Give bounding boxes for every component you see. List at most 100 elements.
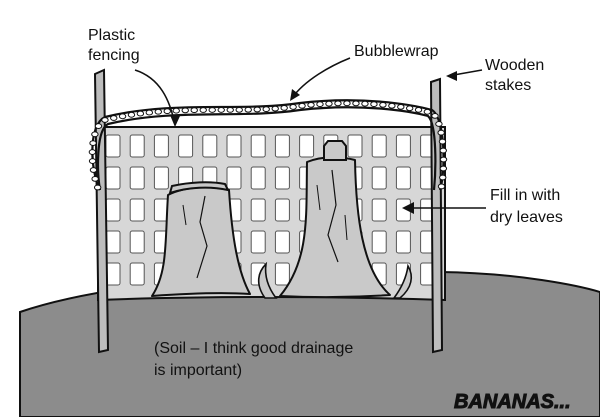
bubble-cell xyxy=(208,107,216,113)
bubble-cell xyxy=(89,140,97,146)
bubble-cell xyxy=(439,147,447,154)
bubble-cell xyxy=(316,101,324,108)
fence-hole xyxy=(178,134,194,158)
fence-hole xyxy=(129,262,145,286)
bubble-cell xyxy=(405,105,414,112)
bubble-cell xyxy=(127,111,136,118)
fence-hole xyxy=(250,198,266,222)
bubble-cell xyxy=(439,174,447,181)
bubble-cell xyxy=(438,138,447,145)
fence-hole xyxy=(105,134,121,158)
bubble-cell xyxy=(88,149,97,155)
fence-hole xyxy=(274,262,290,286)
fence-hole xyxy=(105,230,121,254)
fence-hole xyxy=(105,198,121,222)
fence-hole xyxy=(129,230,145,254)
fence-hole xyxy=(274,230,290,254)
bubble-cell xyxy=(435,121,443,127)
bubble-cell xyxy=(110,115,118,121)
label-wooden-stakes-1: Wooden xyxy=(485,57,544,74)
fence-hole xyxy=(395,134,411,158)
bubble-cell xyxy=(343,100,351,107)
banana-stump-right xyxy=(257,140,413,299)
bubblewrap xyxy=(88,99,448,191)
fence-hole xyxy=(371,230,387,254)
bubble-cell xyxy=(163,108,171,115)
bubble-cell xyxy=(262,106,270,113)
fence-hole xyxy=(395,230,411,254)
fence-hole xyxy=(129,166,145,190)
fence-hole xyxy=(226,134,242,158)
bubble-cell xyxy=(289,104,297,110)
fence-hole xyxy=(250,166,266,190)
arrow-bubblewrap xyxy=(291,57,351,99)
fence-hole xyxy=(250,230,266,254)
bubble-cell xyxy=(325,100,333,107)
label-soil-2: is important) xyxy=(154,362,242,379)
fence-hole xyxy=(105,166,121,190)
label-fill-dry-leaves-2: dry leaves xyxy=(490,209,563,226)
bubble-cell xyxy=(397,103,405,110)
wooden-stake-right xyxy=(429,77,444,354)
bubble-cell xyxy=(136,110,145,117)
wooden-stake-left xyxy=(93,68,110,354)
fence-hole xyxy=(202,134,218,158)
label-plastic-fencing-1: Plastic xyxy=(88,27,135,44)
fence-hole xyxy=(105,262,121,286)
bubble-cell xyxy=(199,107,207,113)
bubble-cell xyxy=(423,108,432,115)
fence-hole xyxy=(371,198,387,222)
bubble-cell xyxy=(439,156,448,163)
bubble-cell xyxy=(172,107,180,114)
fence-hole xyxy=(274,166,290,190)
fence-hole xyxy=(274,134,290,158)
label-soil-1: (Soil – I think good drainage xyxy=(154,340,353,357)
label-fill-dry-leaves-1: Fill in with xyxy=(490,187,560,204)
bubble-cell xyxy=(379,101,387,108)
bubble-cell xyxy=(307,101,315,108)
label-bubblewrap: Bubblewrap xyxy=(354,43,439,60)
fence-hole xyxy=(226,166,242,190)
bubble-cell xyxy=(361,100,369,107)
fence-hole xyxy=(250,134,266,158)
bubble-cell xyxy=(181,107,189,114)
bubble-cell xyxy=(93,184,102,191)
fence-hole xyxy=(274,198,290,222)
fence-hole xyxy=(395,166,411,190)
label-wooden-stakes-2: stakes xyxy=(485,77,531,94)
bubble-cell xyxy=(244,106,252,113)
bubble-cell xyxy=(91,131,99,138)
fence-hole xyxy=(153,166,169,190)
bubble-cell xyxy=(145,109,154,116)
fence-hole xyxy=(299,134,315,158)
watermark-logo: BANANAS... xyxy=(454,391,571,413)
bubble-cell xyxy=(414,106,423,113)
fence-hole xyxy=(371,166,387,190)
bubble-cell xyxy=(101,117,109,123)
bubble-cell xyxy=(190,107,198,114)
bubble-cell xyxy=(91,175,99,182)
bubble-cell xyxy=(437,183,446,190)
fence-hole xyxy=(129,134,145,158)
bubble-cell xyxy=(154,108,162,115)
bubble-cell xyxy=(118,113,127,120)
arrow-heads xyxy=(170,71,457,214)
bubble-cell xyxy=(298,102,306,109)
bubble-cell xyxy=(89,167,98,173)
bubble-cell xyxy=(253,106,261,113)
bubble-cell xyxy=(431,112,439,119)
bubble-cell xyxy=(437,129,445,136)
fence-hole xyxy=(347,134,363,158)
bubble-cell xyxy=(352,100,360,107)
bubble-cell xyxy=(226,107,234,113)
fence-hole xyxy=(129,198,145,222)
bubble-cell xyxy=(271,105,279,112)
bubble-cell xyxy=(217,107,225,113)
banana-stump-left xyxy=(151,181,251,297)
fence-hole xyxy=(153,134,169,158)
bubble-cell xyxy=(439,165,448,172)
bubble-cell xyxy=(334,100,342,107)
fence-hole xyxy=(371,134,387,158)
bubble-cell xyxy=(388,102,396,109)
